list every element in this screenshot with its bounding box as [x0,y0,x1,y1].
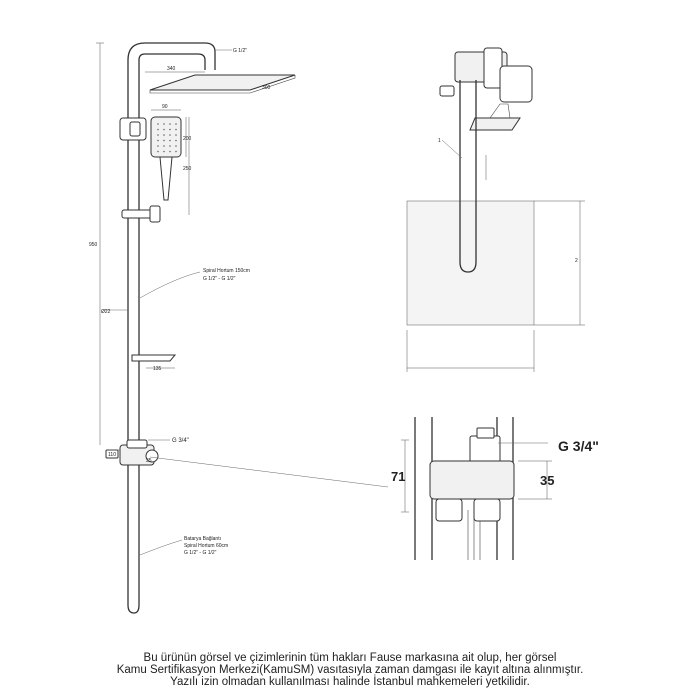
callout-2: 2 [575,258,578,264]
hose-label-line2: G 1/2" - G 1/2" [203,276,236,282]
diverter-detail: G 3/4" 71 35 [391,417,599,560]
riser-pipe [127,60,140,614]
shower-column-front-view: 340 300 G 1/2" 90 200 250 950 Ø22 Sp [89,42,389,614]
tube-diameter-label: Ø22 [101,309,111,315]
battery-label-line1: Batarya Bağlantı [184,536,221,542]
battery-label-line2: Spiral Hortum 60cm [184,543,228,549]
hand-width-label: 90 [162,104,168,110]
height-label: 950 [89,242,98,248]
head-size-label: 300 [262,85,271,91]
hose-label-line1: Spiral Hortum 150cm [203,268,250,274]
detail-inlet-label: G 3/4" [558,438,599,454]
copyright-line-1: Bu ürünün görsel ve çizimlerinin tüm hak… [143,652,557,664]
detail-inlet [469,435,501,463]
detail-body [429,460,515,500]
diverter-inlet-label: G 3/4" [172,438,189,444]
tray-size-label: 135 [153,366,162,372]
side-head [469,117,521,131]
arm-length-label: 340 [167,66,176,72]
detail-height-total: 71 [391,469,405,484]
shower-arm [127,42,216,70]
hand-shower [150,116,182,201]
overhead-shower-head [149,74,296,91]
top-inlet-label: G 1/2" [233,48,247,54]
copyright-notice: Bu ürünün görsel ve çizimlerinin tüm hak… [0,652,700,688]
diverter-width-label: 110 [108,452,116,458]
copyright-line-3: Yazılı izin olmadan kullanılması halinde… [170,676,530,688]
hand-length-label: 250 [183,166,192,172]
shower-column-side-view: 1 2 [406,47,585,372]
diverter-height-label: 35 [146,458,152,464]
battery-label-line3: G 1/2" - G 1/2" [184,550,217,556]
soap-tray [131,354,177,362]
hand-height-label: 200 [183,136,192,142]
detail-height-body: 35 [540,473,554,488]
copyright-line-2: Kamu Sertifikasyon Merkezi(KamuSM) vasıt… [116,664,584,676]
wall-plate [406,200,535,326]
callout-1: 1 [438,138,441,144]
